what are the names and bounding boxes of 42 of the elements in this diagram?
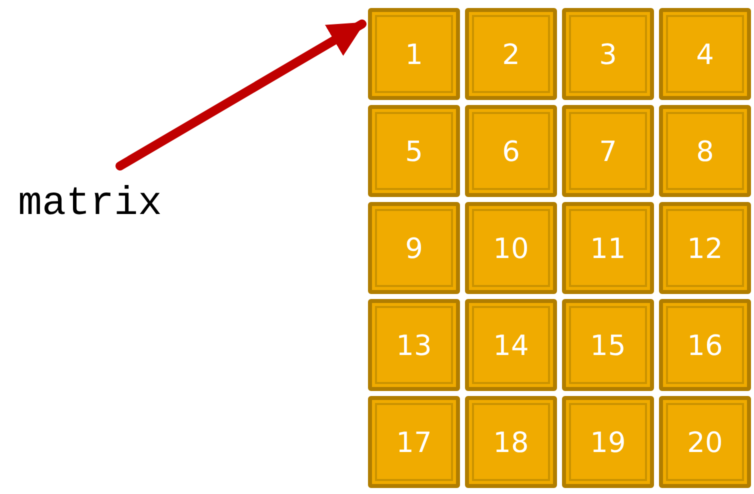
- matrix-cell: [465, 105, 557, 197]
- cell-number: 7: [599, 134, 617, 168]
- cell-number: 3: [599, 38, 617, 70]
- matrix-cell: [562, 105, 654, 197]
- cell-number: 1: [405, 38, 423, 70]
- cell-number: 12: [687, 232, 723, 264]
- matrix-cell: [465, 8, 557, 100]
- matrix-cell: [562, 202, 654, 294]
- cell-number: 4: [696, 38, 714, 70]
- cell-number: 15: [590, 328, 626, 362]
- cell-number: 14: [493, 328, 529, 362]
- matrix-cell: [465, 299, 557, 391]
- matrix-cell: [659, 8, 751, 100]
- matrix-cell: [659, 396, 751, 488]
- matrix-cell: [465, 202, 557, 294]
- matrix-cell: [562, 299, 654, 391]
- cell-number: 13: [396, 328, 432, 362]
- cell-number: 9: [405, 232, 423, 264]
- cell-number: 6: [502, 134, 520, 168]
- cell-number: 11: [590, 232, 626, 264]
- cell-number: 8: [696, 134, 714, 168]
- matrix-cell: [659, 202, 751, 294]
- matrix-cell: [562, 396, 654, 488]
- matrix-cell: [368, 8, 460, 100]
- cell-number: 20: [687, 426, 723, 458]
- cell-number: 5: [405, 134, 423, 168]
- cell-number: 17: [396, 426, 432, 458]
- matrix-cell: [659, 105, 751, 197]
- cell-number: 10: [493, 232, 529, 264]
- cell-number: 16: [687, 328, 723, 362]
- cell-number: 2: [502, 38, 520, 70]
- matrix-cell: [562, 8, 654, 100]
- matrix-label: matrix: [18, 182, 162, 227]
- cell-number: 18: [493, 426, 529, 458]
- arrow: [116, 20, 366, 170]
- matrix-cell: [368, 202, 460, 294]
- matrix-cell: [465, 396, 557, 488]
- matrix-cell: [368, 299, 460, 391]
- matrix-cell: [659, 299, 751, 391]
- matrix-cell: [368, 105, 460, 197]
- matrix-cell: [368, 396, 460, 488]
- cell-number: 19: [590, 426, 626, 458]
